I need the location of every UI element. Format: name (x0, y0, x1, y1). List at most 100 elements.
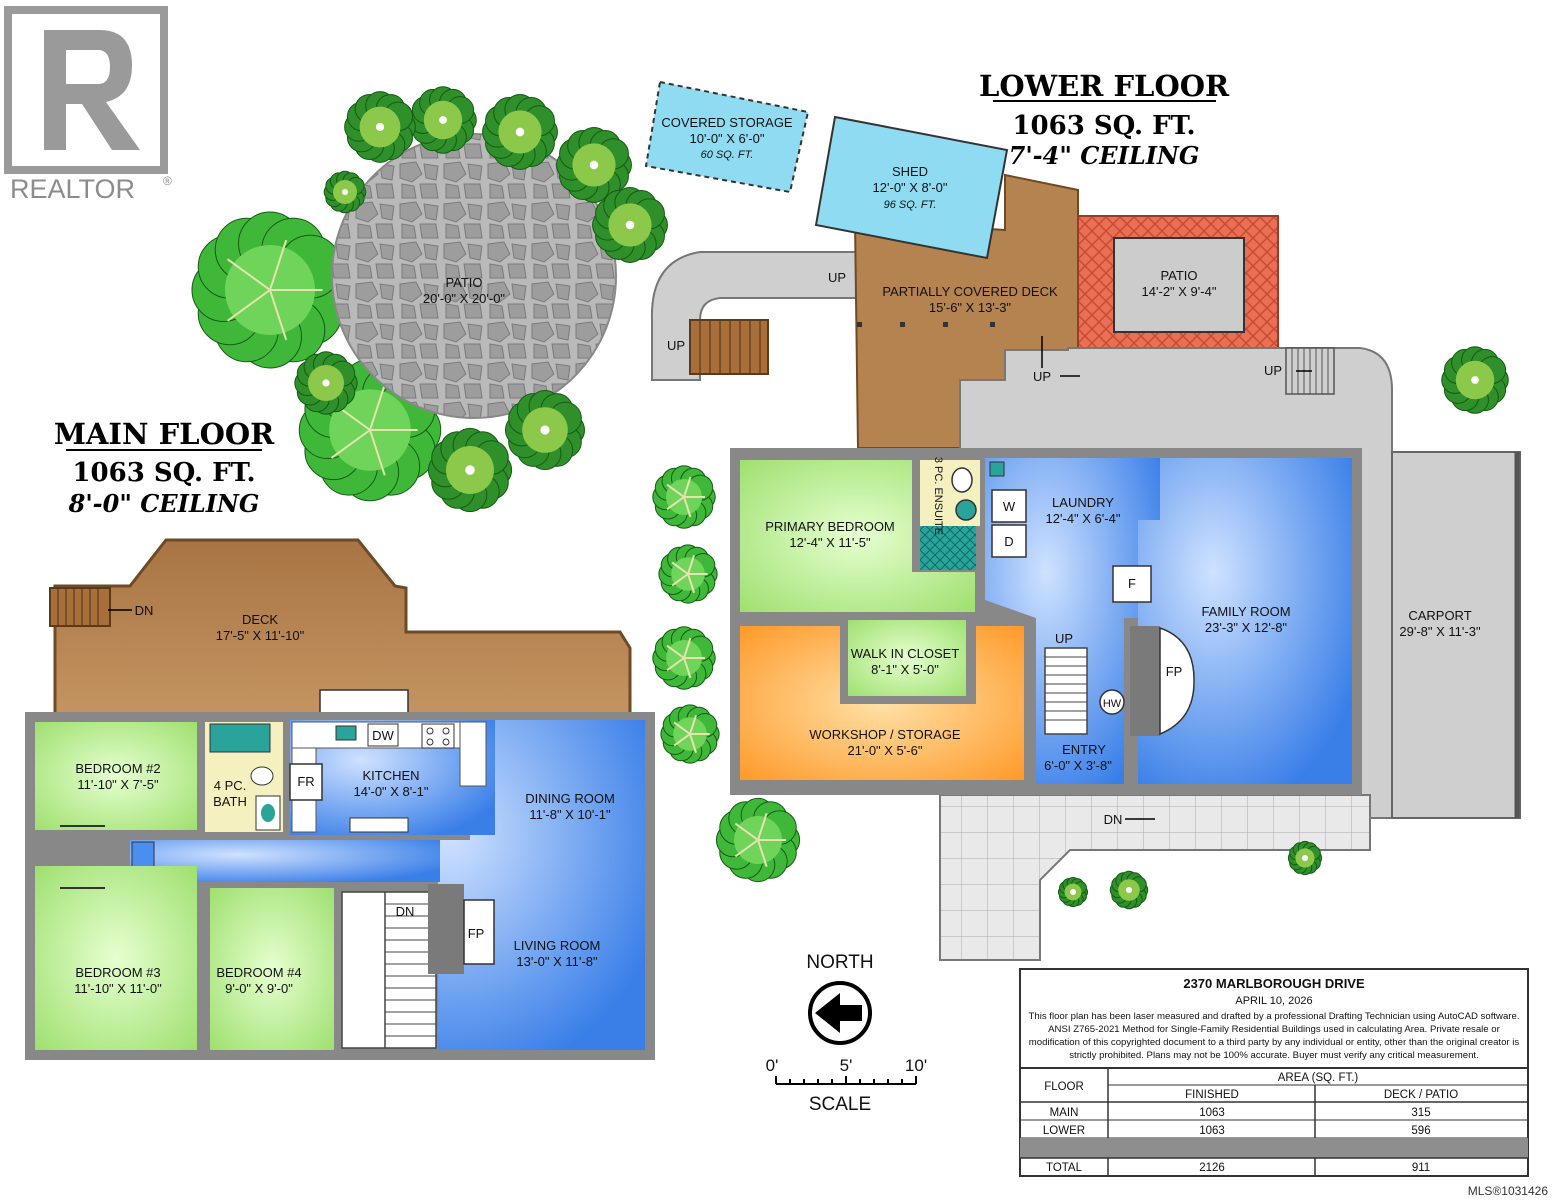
covered-storage: COVERED STORAGE 10'-0" X 6'-0" 60 SQ. FT… (644, 80, 810, 194)
address: 2370 MARLBOROUGH DRIVE (1183, 976, 1365, 991)
shed-area: 96 SQ. FT. (884, 199, 937, 211)
row-total-floor: TOTAL (1046, 1162, 1083, 1174)
tree-icon (556, 127, 632, 203)
disclaimer-line-1: This floor plan has been laser measured … (1029, 1011, 1520, 1022)
col-finished: FINISHED (1185, 1089, 1239, 1101)
main-stairs (341, 891, 437, 1049)
lower-floor-heading: LOWER FLOOR 1063 SQ. FT. 7'-4" CEILING (979, 69, 1230, 170)
shed-dims: 12'-0" X 8'-0" (873, 180, 948, 195)
tree-icon (658, 544, 718, 604)
plan-date: APRIL 10, 2026 (1235, 995, 1312, 1007)
brick-patio-dims: 14'-2" X 9'-4" (1142, 284, 1217, 299)
dryer (991, 524, 1027, 558)
lower-floor-area: 1063 SQ. FT. (1012, 111, 1195, 141)
dishwasher (367, 723, 399, 747)
deck-name: DECK (242, 612, 278, 627)
scale-label: SCALE (809, 1094, 871, 1115)
main-floor-title: MAIN FLOOR (54, 417, 275, 451)
workshop-dims: 21'-0" X 5'-6" (848, 743, 923, 758)
workshop-storage (740, 626, 1024, 780)
down-label-main-stairs: DN (396, 904, 415, 919)
lower-floor-title: LOWER FLOOR (979, 69, 1230, 103)
up-label-patio: UP (1264, 363, 1282, 378)
row-total-finished: 2126 (1199, 1162, 1225, 1174)
tree-icon (504, 389, 586, 471)
fridge-label: FR (297, 774, 314, 789)
scale-tick-10: 10' (905, 1056, 927, 1075)
row-main-finished: 1063 (1199, 1107, 1225, 1119)
tree-icon (660, 704, 720, 764)
main-fireplace (428, 884, 495, 974)
tree-icon (427, 427, 513, 513)
row-lower-finished: 1063 (1199, 1125, 1225, 1137)
shed: SHED 12'-0" X 8'-0" 96 SQ. FT. (814, 115, 1009, 260)
workshop-name: WORKSHOP / STORAGE (809, 727, 961, 742)
bedroom4-name: BEDROOM #4 (216, 965, 301, 980)
deck-dims: 17'-5" X 11'-10" (216, 628, 305, 643)
north-compass: NORTH (806, 952, 874, 1045)
carport-dims: 29'-8" X 11'-3" (1399, 624, 1481, 639)
family-room-dims: 23'-3" X 12'-8" (1205, 620, 1288, 635)
laundry-name: LAUNDRY (1052, 495, 1114, 510)
primary-bedroom-name: PRIMARY BEDROOM (765, 519, 895, 534)
col-floor: FLOOR (1044, 1081, 1084, 1093)
tree-icon (482, 94, 558, 170)
row-main-deck: 315 (1411, 1107, 1430, 1119)
landscape-trees-foreground (294, 86, 1509, 910)
covered-storage-area: 60 SQ. FT. (701, 149, 754, 161)
front-walkway (939, 794, 1371, 961)
fridge (289, 763, 323, 801)
tree-icon (1109, 870, 1149, 910)
tree-icon (323, 170, 367, 214)
kitchen-name: KITCHEN (362, 768, 419, 783)
dryer-label: D (1004, 534, 1013, 549)
hot-water-label: HW (1103, 698, 1122, 710)
kitchen-island (349, 817, 409, 833)
dining-room-name: DINING ROOM (525, 791, 615, 806)
main-bath (205, 722, 283, 832)
up-label-walkway: UP (667, 338, 685, 353)
dining-room-dims: 11'-8" X 10'-1" (529, 807, 611, 822)
deck-window (319, 689, 409, 715)
shed-name: SHED (892, 164, 928, 179)
kitchen-dims: 14'-0" X 8'-1" (354, 784, 429, 799)
col-area: AREA (SQ. FT.) (1278, 1072, 1359, 1084)
bath-label-line1: 4 PC. (214, 778, 247, 793)
family-room (1138, 458, 1352, 784)
bedroom3-dims: 11'-10" X 11'-0" (74, 981, 162, 996)
primary-bedroom (740, 460, 975, 612)
up-label-lower-stairs: UP (1055, 631, 1073, 646)
scale-tick-0: 0' (766, 1056, 779, 1075)
row-lower-deck: 596 (1411, 1125, 1430, 1137)
washer-label: W (1003, 499, 1016, 514)
hallway (130, 840, 440, 882)
tree-icon (1057, 876, 1089, 908)
tree-icon (294, 351, 358, 415)
main-fireplace-label: FP (468, 926, 485, 941)
primary-bedroom-dims: 12'-4" X 11'-5" (789, 535, 871, 550)
ensuite-label: 3 PC. ENSUITE (932, 457, 944, 535)
bedroom2-dims: 11'-10" X 7'-5" (77, 777, 159, 792)
realtor-logo: REALTOR ® (4, 6, 172, 204)
tree-icon (191, 211, 349, 369)
brick-patio-name: PATIO (1160, 268, 1197, 283)
round-patio-name: PATIO (445, 275, 482, 290)
registered-mark: ® (163, 174, 172, 188)
kitchen (290, 720, 495, 835)
stove (421, 723, 455, 749)
col-deck: DECK / PATIO (1384, 1089, 1458, 1101)
furnace-label: F (1128, 576, 1136, 591)
down-label-front: DN (1104, 812, 1123, 827)
row-main-floor: MAIN (1050, 1107, 1079, 1119)
dishwasher-label: DW (372, 728, 394, 743)
main-floor-heading: MAIN FLOOR 1063 SQ. FT. 8'-0" CEILING (54, 417, 275, 518)
carport: CARPORT 29'-8" X 11'-3" (1391, 451, 1521, 819)
realtor-logo-text: REALTOR (10, 174, 135, 204)
bedroom3-name: BEDROOM #3 (75, 965, 160, 980)
living-dining (345, 720, 645, 1050)
living-room-name: LIVING ROOM (514, 938, 601, 953)
ensuite (920, 460, 1005, 570)
up-label-deck: UP (828, 270, 846, 285)
north-arrow-icon (815, 993, 862, 1033)
